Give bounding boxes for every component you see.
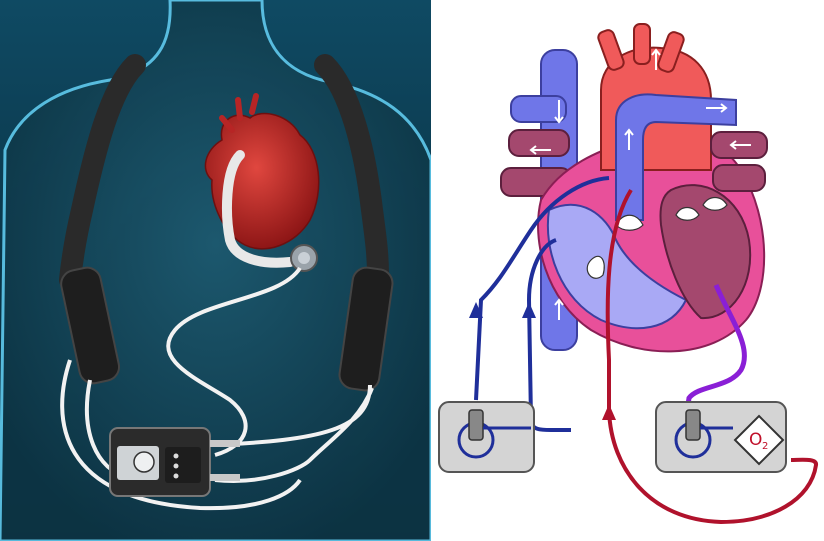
- pulmonary-vein-left-2: [509, 130, 569, 156]
- lvad-pump-icon: [291, 245, 317, 271]
- o2-label: O: [749, 430, 762, 450]
- pulmonary-vein-left-1: [511, 96, 566, 122]
- o2-subscript: 2: [762, 441, 768, 452]
- pump-device-right: O 2: [656, 402, 786, 472]
- lvad-illustration: [0, 0, 431, 541]
- pump-device-left: [439, 402, 534, 472]
- aortic-branch-2: [634, 24, 650, 64]
- ecmo-schematic: O 2: [431, 0, 824, 541]
- ecmo-schematic-svg: O 2: [431, 0, 824, 541]
- pulmonary-vein-right-2: [713, 165, 765, 191]
- lvad-illustration-svg: [0, 0, 431, 541]
